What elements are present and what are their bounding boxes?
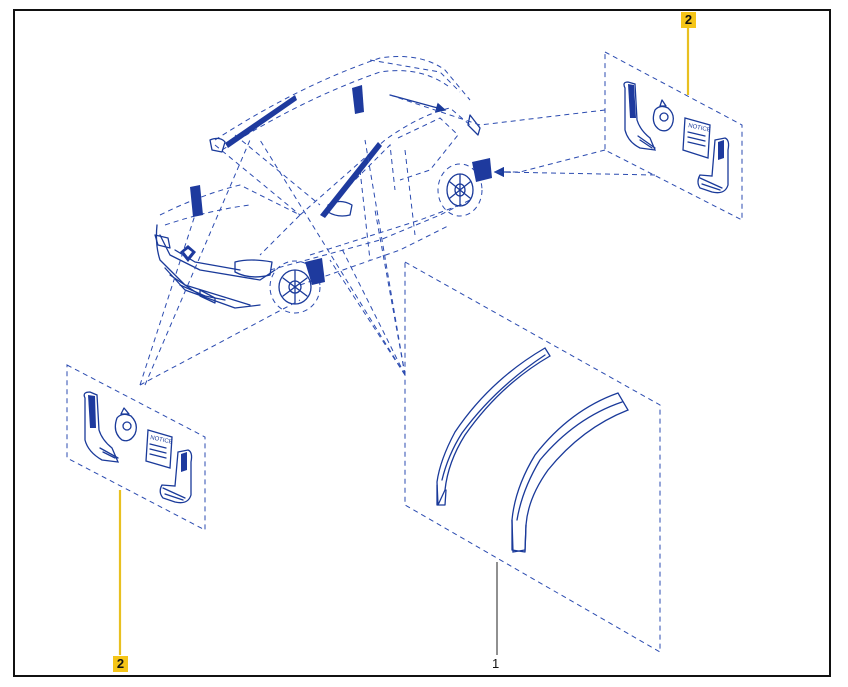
car-illustration	[154, 56, 492, 314]
wind-deflector-panel	[404, 261, 661, 653]
mudflap-kit-left: NOTICE	[66, 364, 206, 531]
callout-label-2-bottom-left: 2	[113, 656, 128, 672]
projection-lines	[139, 94, 656, 386]
notice-label: NOTICE	[150, 435, 173, 446]
callout-label-2-top-right: 2	[681, 12, 696, 28]
notice-label: NOTICE	[688, 123, 711, 134]
diagram-frame	[13, 9, 831, 677]
leader-lines	[118, 28, 690, 655]
mudflap-kit-right: NOTICE	[604, 51, 743, 221]
callout-label-1: 1	[492, 656, 500, 671]
